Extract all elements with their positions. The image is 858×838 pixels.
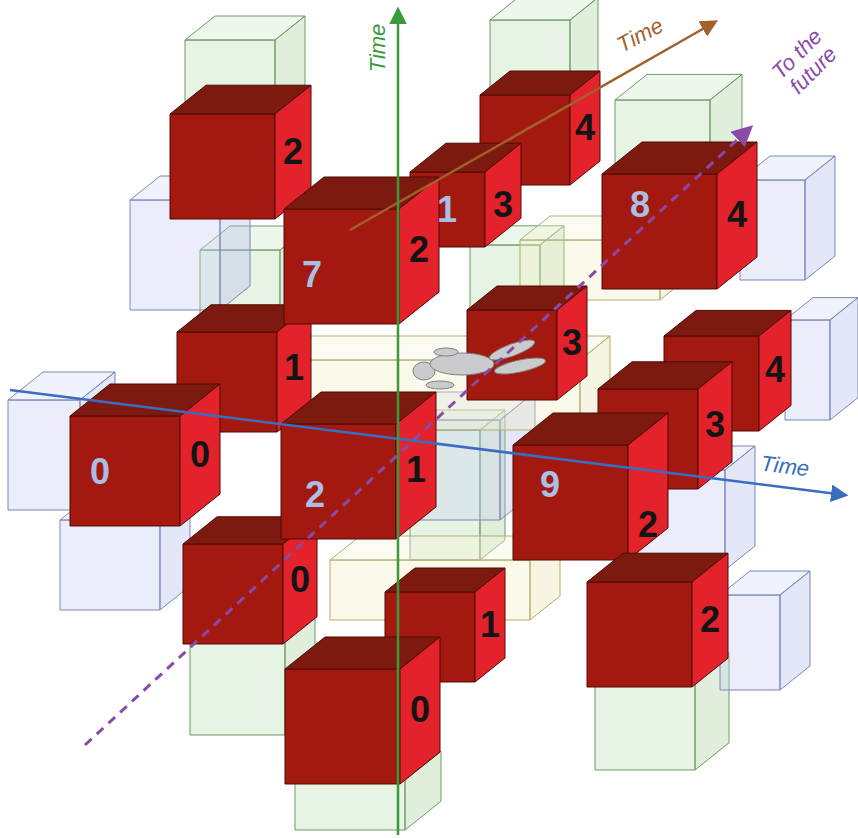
front-face [595,680,695,770]
time-axis [397,10,400,835]
side-face [485,143,521,247]
cube-number: 7 [302,256,322,294]
front-face [602,174,717,289]
axis-label: Time [366,24,389,73]
side-face [475,568,505,682]
time-axis [85,128,750,745]
time-cube [602,142,757,289]
cube-number: 3 [493,186,513,224]
cube-number: 1 [284,349,304,387]
figure-part [426,381,454,389]
side-face [725,446,755,570]
axis-label: Time [613,13,667,56]
cube-number: 4 [765,351,785,389]
time-cube [587,553,728,687]
side-face [830,298,858,420]
side-face [396,392,436,539]
figure-part [430,353,494,375]
side-face [698,362,732,489]
cube-number: 0 [190,436,210,474]
cube-number: 4 [575,109,595,147]
time-axis [10,390,845,495]
cube-number: 0 [410,691,430,729]
time-cube [170,85,311,219]
cube-number: 2 [283,133,303,171]
front-face [281,424,396,539]
figure-part [434,348,458,356]
side-face [717,142,757,289]
cube-number: 4 [727,196,747,234]
front-face [70,416,180,526]
time-cube [281,392,436,539]
front-face [60,520,160,610]
front-face [785,320,830,420]
cube-number: 2 [638,506,658,544]
axis-label: Time [759,452,810,481]
front-face [720,595,780,690]
cube-number: 0 [290,561,310,599]
front-face [513,445,628,560]
cube-number: 0 [90,453,110,491]
front-face [587,582,692,687]
connector-boxes [8,0,858,830]
time-cube [284,177,439,324]
cube-number: 2 [700,601,720,639]
time-axes [10,10,845,835]
side-face [692,553,728,687]
time-axis [350,22,715,230]
time-cube [70,384,220,526]
front-face [285,669,400,784]
cube-number: 1 [480,606,500,644]
side-face [180,384,220,526]
side-face [400,637,440,784]
cube-number: 2 [409,231,429,269]
side-face [780,571,810,690]
front-face [295,780,405,830]
translucent-box [720,571,810,690]
side-face [557,286,587,400]
cube-number: 1 [406,451,426,489]
front-face [190,640,285,735]
cube-number: 2 [305,476,325,514]
cube-number: 3 [705,406,725,444]
cube-number: 1 [437,191,457,229]
front-face [183,544,283,644]
time-cube [513,413,668,560]
front-face [170,114,275,219]
cube-number: 3 [562,324,582,362]
cube-number: 9 [540,466,560,504]
front-face [284,209,399,324]
side-face [805,156,835,280]
time-cube [467,286,587,400]
time-cube [285,637,440,784]
axis-label: To the future [760,17,849,106]
side-face [759,310,791,431]
cube-number: 8 [630,186,650,224]
side-face [628,413,668,560]
side-face [570,71,600,185]
traveller-figure [413,336,547,389]
translucent-box [785,298,858,420]
red-cubes [70,71,791,784]
